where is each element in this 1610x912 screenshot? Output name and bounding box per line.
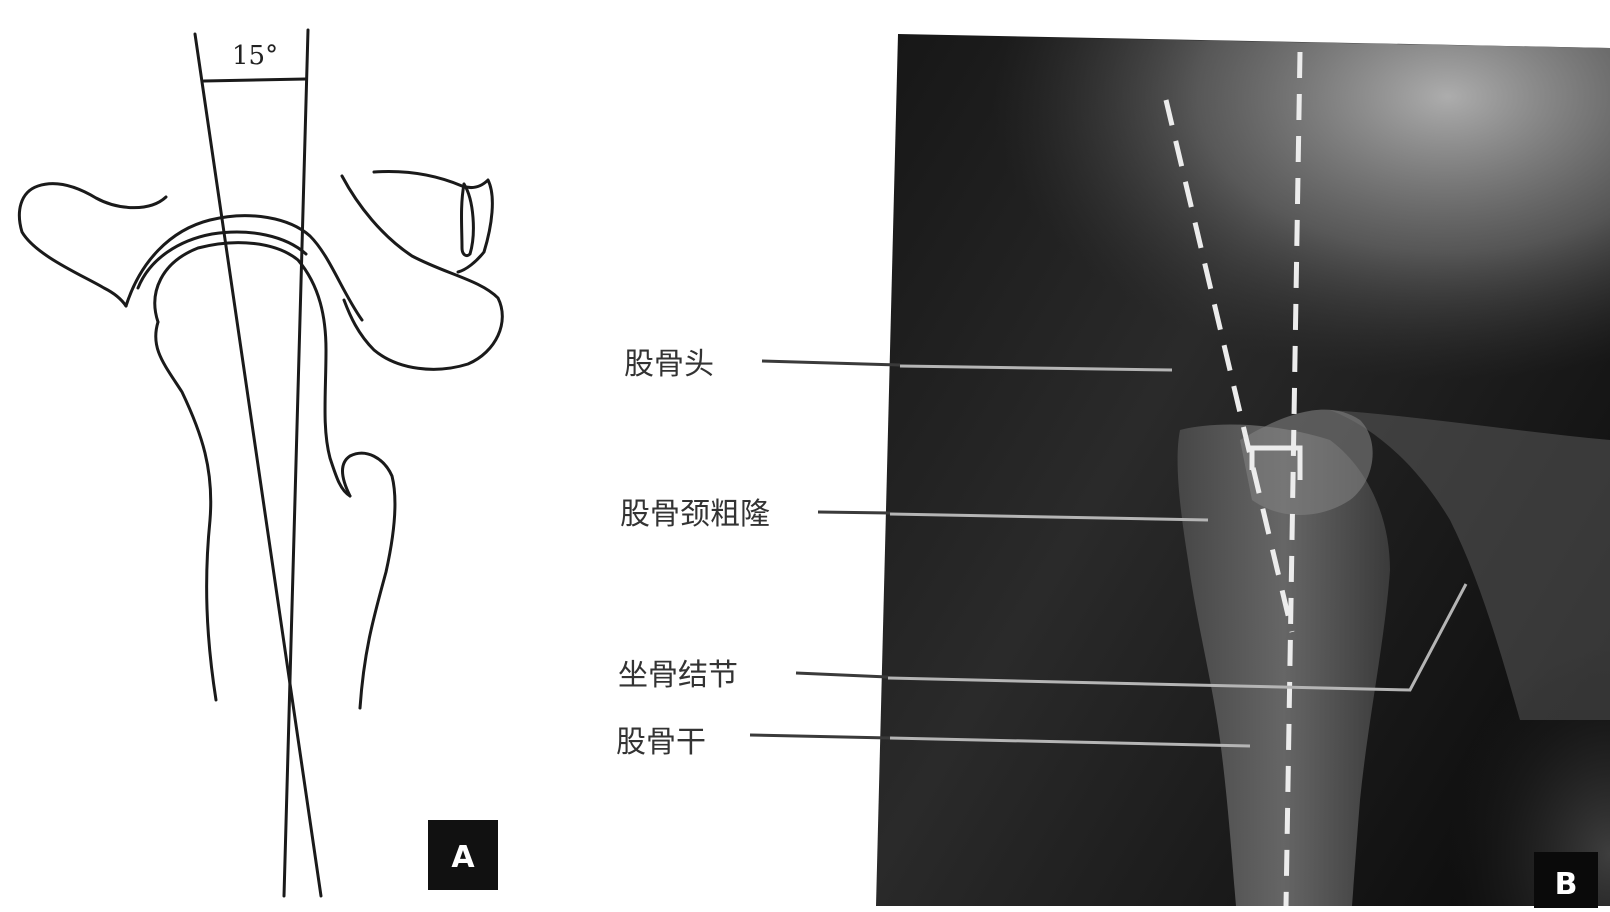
angle-bracket	[204, 79, 306, 81]
leader-ischial-tuberosity	[796, 673, 888, 677]
angle-label: 15°	[232, 41, 278, 71]
label-femoral-neck-tubercle: 股骨颈粗隆	[620, 497, 770, 532]
label-femoral-head: 股骨头	[624, 347, 714, 382]
leader-femoral-neck-tubercle	[818, 512, 890, 513]
leader-lines	[750, 361, 900, 738]
acetabulum-inner-arc	[138, 232, 306, 288]
axis-line-right	[284, 30, 308, 896]
panel-a-letter: A	[451, 840, 475, 875]
femur-left-outline	[155, 243, 350, 496]
leader-femoral-shaft	[750, 735, 890, 738]
femur-medial-outline	[156, 322, 216, 700]
axis-line-left	[195, 34, 321, 896]
panel-a	[19, 30, 502, 896]
label-ischial-tuberosity: 坐骨结节	[618, 658, 738, 693]
pelvis-left-wing	[19, 184, 166, 306]
panel-b-letter: B	[1555, 867, 1578, 902]
panel-b-xray	[876, 34, 1610, 906]
pubis-inner-loop	[462, 184, 474, 256]
pelvis-right-wing	[342, 176, 502, 369]
lesser-trochanter	[342, 453, 394, 708]
leader-femoral-head	[762, 361, 900, 365]
label-femoral-shaft: 股骨干	[616, 725, 706, 760]
